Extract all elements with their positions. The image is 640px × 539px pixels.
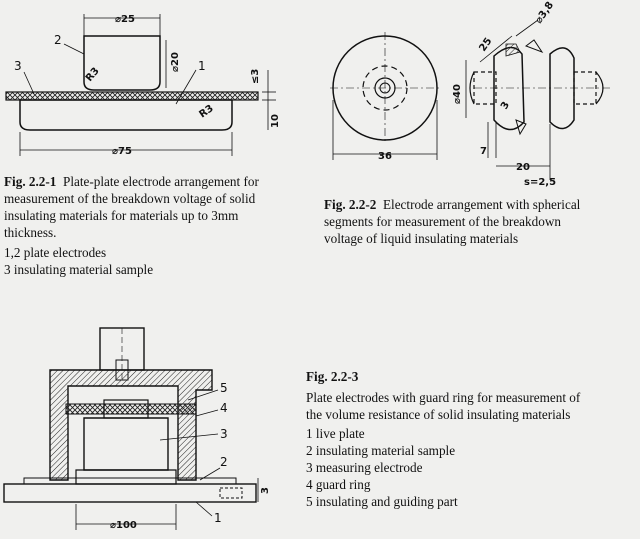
fig3-legend-5: 5 insulating and guiding part (306, 494, 458, 509)
dim-20-side: 20 (516, 162, 530, 173)
fig3-legend-3: 3 measuring electrode (306, 460, 423, 475)
dim-3-8: ⌀3,8 (533, 0, 556, 26)
fig3-label-4: 4 (220, 401, 228, 415)
left-electrode (493, 46, 525, 131)
dim-t3: ≤3 (250, 69, 261, 84)
fig1-legend-2: 3 insulating material sample (4, 262, 154, 277)
label-2: 2 (54, 33, 62, 47)
fig3-caption: Fig. 2.2-3 Plate electrodes with guard r… (306, 368, 640, 510)
fig1-caption-number: Fig. 2.2-1 (4, 174, 57, 189)
fig1-drawing: ⌀25 ⌀20 R3 R3 2 3 1 ≤3 10 ⌀75 (5, 14, 281, 157)
insulating-part (65, 403, 197, 415)
fig2-drawing: 36 ⌀40 25 ⌀3,8 3 7 20 s=2,5 (330, 0, 610, 188)
fig3-label-2: 2 (220, 455, 228, 469)
fig3-dim-100: ⌀100 (110, 520, 137, 531)
fig2-caption: Fig. 2.2-2 Electrode arrangement with sp… (324, 197, 581, 246)
guard-housing (49, 369, 213, 481)
fig3-label-1: 1 (214, 511, 222, 525)
fig3-legend-4: 4 guard ring (306, 477, 371, 492)
right-electrode (549, 47, 575, 130)
fig3-caption-number: Fig. 2.2-3 (306, 369, 359, 384)
dim-3-side: 3 (499, 100, 512, 112)
measuring-electrode (83, 417, 169, 471)
fig3-dim-3: 3 (260, 487, 271, 494)
dim-36: 36 (378, 151, 392, 162)
dim-75: ⌀75 (112, 146, 132, 157)
dim-t10: 10 (270, 114, 281, 128)
dim-s: s=2,5 (524, 177, 556, 188)
dim-20: ⌀20 (170, 52, 181, 72)
sample-plate (5, 91, 259, 101)
dim-25-side: 25 (477, 36, 494, 54)
fig3-legend-2: 2 insulating material sample (306, 443, 456, 458)
dim-7: 7 (480, 146, 487, 157)
dim-40: ⌀40 (452, 84, 463, 104)
live-plate (3, 483, 257, 503)
upper-electrode (83, 35, 161, 91)
fig3-legend-1: 1 live plate (306, 426, 365, 441)
dim-r3-lower: R3 (197, 103, 215, 120)
fig2-caption-number: Fig. 2.2-2 (324, 197, 377, 212)
dim-r3-upper: R3 (84, 66, 102, 84)
fig3-drawing: 5 4 3 2 1 3 ⌀100 (3, 327, 271, 531)
label-3: 3 (14, 59, 22, 73)
fig3-label-3: 3 (220, 427, 228, 441)
fig1-caption: Fig. 2.2-1 Plate-plate electrode arrange… (4, 173, 304, 278)
fig1-legend-1: 1,2 plate electrodes (4, 245, 107, 260)
dim-25: ⌀25 (115, 14, 135, 25)
fig3-label-5: 5 (220, 381, 228, 395)
lower-electrode (19, 99, 233, 131)
label-1: 1 (198, 59, 206, 73)
